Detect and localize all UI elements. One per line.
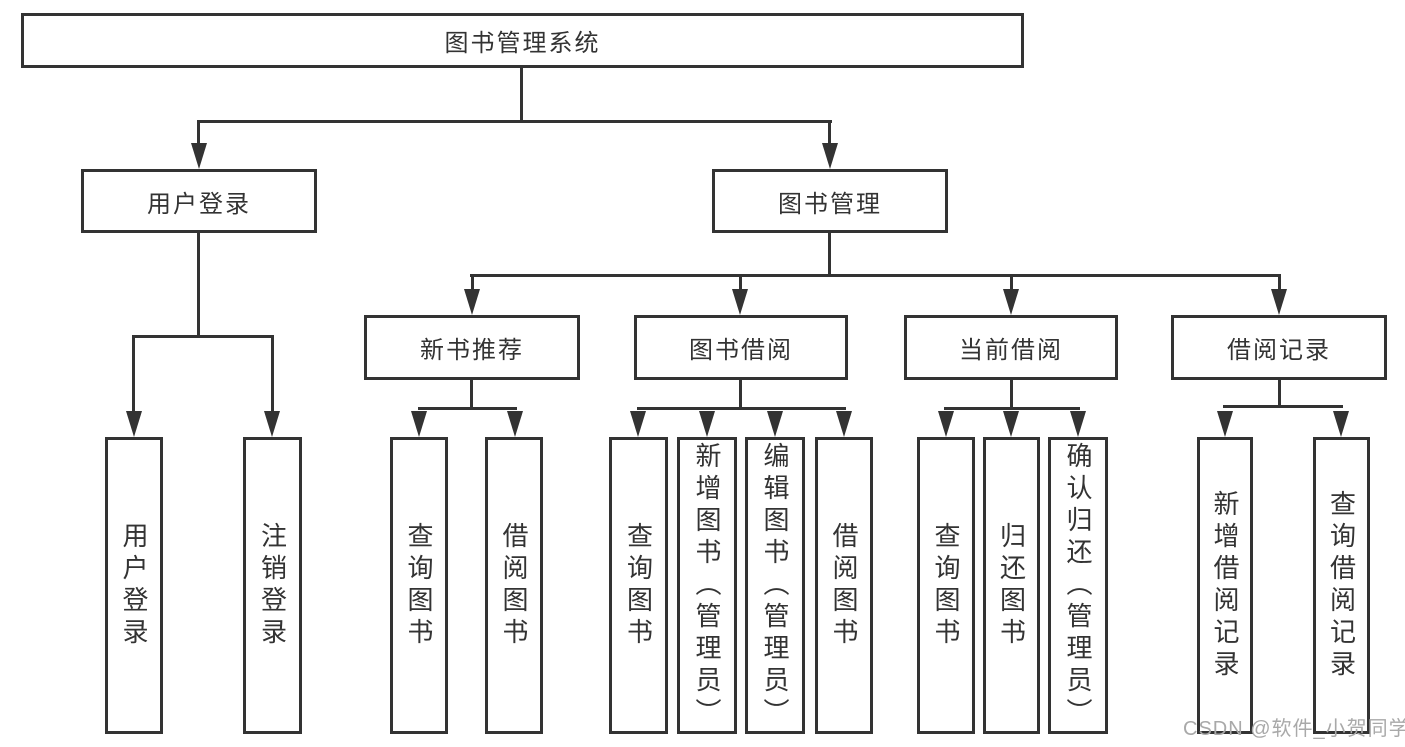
leaf-cb-confirm: 确认归还（管理员） <box>1048 437 1108 734</box>
connector-stem-book-borrow <box>739 274 742 292</box>
connector-level2-branch <box>198 120 832 123</box>
arrowhead-book-borrow <box>732 289 748 315</box>
connector-new-book-rec-trunk <box>470 380 473 409</box>
leaf-cb-return-label: 归还图书 <box>996 521 1027 650</box>
csdn-watermark: CSDN @软件_小贺同学 <box>1183 718 1405 740</box>
node-borrow-record: 借阅记录 <box>1171 315 1387 380</box>
arrowhead-leaf-user-login <box>126 411 142 437</box>
arrowhead-leaf-br-add <box>1217 411 1233 437</box>
leaf-bb-add-label: 新增图书（管理员） <box>692 441 722 730</box>
node-current-borrow: 当前借阅 <box>904 315 1118 380</box>
connector-book-borrow-split <box>637 407 846 410</box>
node-new-book-rec: 新书推荐 <box>364 315 580 380</box>
connector-user-login-split <box>133 335 274 338</box>
arrowhead-book-mgmt <box>822 143 838 169</box>
leaf-nbr-query-label: 查询图书 <box>404 521 434 650</box>
leaf-br-add: 新增借阅记录 <box>1197 437 1253 734</box>
arrowhead-new-book-rec <box>464 289 480 315</box>
leaf-bb-borrow-label: 借阅图书 <box>829 521 859 650</box>
leaf-nbr-borrow-label: 借阅图书 <box>499 521 529 650</box>
connector-book-borrow-trunk <box>739 380 742 409</box>
node-borrow-record-label: 借阅记录 <box>1227 337 1331 364</box>
connector-new-book-rec-split <box>418 407 517 410</box>
connector-stem-book-mgmt <box>828 120 831 146</box>
leaf-bb-query-label: 查询图书 <box>623 521 654 650</box>
arrowhead-current-borrow <box>1003 289 1019 315</box>
node-new-book-rec-label: 新书推荐 <box>420 337 524 364</box>
node-user-login: 用户登录 <box>81 169 317 233</box>
arrowhead-leaf-bb-borrow <box>836 411 852 437</box>
leaf-br-add-label: 新增借阅记录 <box>1210 489 1240 682</box>
connector-stem-leaf-user-login <box>132 335 135 413</box>
arrowhead-leaf-bb-add <box>699 411 715 437</box>
leaf-nbr-query: 查询图书 <box>390 437 448 734</box>
leaf-bb-edit-label: 编辑图书（管理员） <box>760 441 790 730</box>
connector-borrow-record-split <box>1223 405 1343 408</box>
arrowhead-leaf-cb-return <box>1003 411 1019 437</box>
arrowhead-user-login <box>191 143 207 169</box>
leaf-bb-query: 查询图书 <box>609 437 668 734</box>
connector-level3-branch <box>470 274 1281 277</box>
node-user-login-label: 用户登录 <box>147 190 251 218</box>
leaf-cb-query-label: 查询图书 <box>931 521 961 650</box>
leaf-user-login: 用户登录 <box>105 437 163 734</box>
leaf-user-login-label: 用户登录 <box>119 521 149 650</box>
node-book-mgmt: 图书管理 <box>712 169 948 233</box>
connector-current-borrow-split <box>944 407 1080 410</box>
leaf-bb-borrow: 借阅图书 <box>815 437 873 734</box>
leaf-br-query-label: 查询借阅记录 <box>1326 489 1357 682</box>
connector-stem-borrow-record <box>1278 274 1281 292</box>
arrowhead-leaf-logout <box>264 411 280 437</box>
leaf-logout-label: 注销登录 <box>257 521 288 650</box>
connector-borrow-record-trunk <box>1278 380 1281 408</box>
node-book-borrow-label: 图书借阅 <box>689 337 793 364</box>
node-root: 图书管理系统 <box>21 13 1024 68</box>
leaf-cb-query: 查询图书 <box>917 437 975 734</box>
connector-stem-leaf-logout <box>271 335 274 413</box>
arrowhead-leaf-bb-edit <box>767 411 783 437</box>
leaf-logout: 注销登录 <box>243 437 302 734</box>
node-book-borrow: 图书借阅 <box>634 315 848 380</box>
connector-user-login-trunk <box>197 233 200 337</box>
arrowhead-leaf-cb-query <box>938 411 954 437</box>
arrowhead-leaf-nbr-borrow <box>507 411 523 437</box>
leaf-nbr-borrow: 借阅图书 <box>485 437 543 734</box>
node-book-mgmt-label: 图书管理 <box>778 190 882 218</box>
connector-stem-user-login <box>197 120 200 146</box>
connector-stem-current-borrow <box>1010 274 1013 292</box>
connector-root-trunk <box>520 68 523 123</box>
leaf-br-query: 查询借阅记录 <box>1313 437 1370 734</box>
arrowhead-leaf-cb-confirm <box>1070 411 1086 437</box>
node-root-label: 图书管理系统 <box>444 30 601 57</box>
arrowhead-leaf-bb-query <box>630 411 646 437</box>
connector-stem-new-book-rec <box>471 274 474 292</box>
node-current-borrow-label: 当前借阅 <box>959 337 1063 364</box>
leaf-cb-confirm-label: 确认归还（管理员） <box>1063 441 1093 730</box>
arrowhead-leaf-nbr-query <box>411 411 427 437</box>
leaf-bb-edit: 编辑图书（管理员） <box>745 437 805 734</box>
leaf-bb-add: 新增图书（管理员） <box>677 437 737 734</box>
connector-current-borrow-trunk <box>1010 380 1013 409</box>
arrowhead-leaf-br-query <box>1333 411 1349 437</box>
leaf-cb-return: 归还图书 <box>983 437 1040 734</box>
connector-book-mgmt-trunk <box>828 233 831 277</box>
arrowhead-borrow-record <box>1271 289 1287 315</box>
